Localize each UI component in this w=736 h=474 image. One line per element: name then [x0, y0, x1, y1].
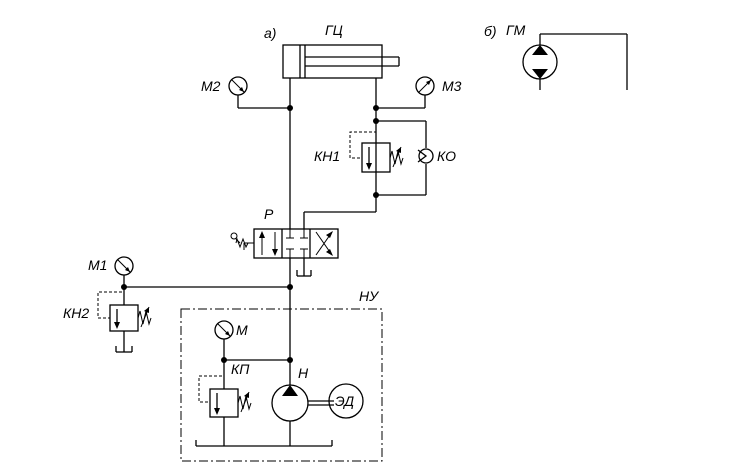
label-kn2: КН2	[63, 305, 89, 321]
label-scheme-b: б)	[484, 23, 497, 39]
directional-valve-p	[230, 228, 339, 259]
gauge-m	[214, 320, 234, 372]
pump-unit-box	[180, 308, 383, 462]
hydraulic-motor	[522, 33, 628, 90]
relief-valve-kp	[198, 372, 252, 446]
gauge-m2	[228, 76, 248, 108]
label-kn1: КН1	[314, 148, 340, 164]
label-nu: НУ	[359, 288, 380, 304]
pump-n	[271, 384, 334, 446]
label-p: Р	[264, 206, 274, 222]
label-m2: М2	[201, 78, 221, 94]
label-m1: М1	[88, 257, 107, 273]
label-kp: КП	[231, 361, 250, 377]
label-pump: Н	[298, 365, 309, 381]
pressure-valve-kn1	[349, 131, 404, 173]
label-scheme-a: а)	[264, 25, 276, 41]
gauge-m3	[415, 76, 435, 108]
label-ko: КО	[437, 148, 456, 164]
electric-motor	[328, 383, 364, 419]
label-m3: М3	[442, 78, 462, 94]
hydraulic-cylinder	[282, 44, 400, 79]
label-m: М	[236, 322, 248, 338]
label-cylinder: ГЦ	[325, 22, 343, 38]
label-motor: ГМ	[506, 22, 526, 38]
check-valve-ko	[417, 148, 434, 164]
label-ed: ЭД	[335, 393, 354, 409]
pressure-valve-kn2	[97, 291, 152, 353]
